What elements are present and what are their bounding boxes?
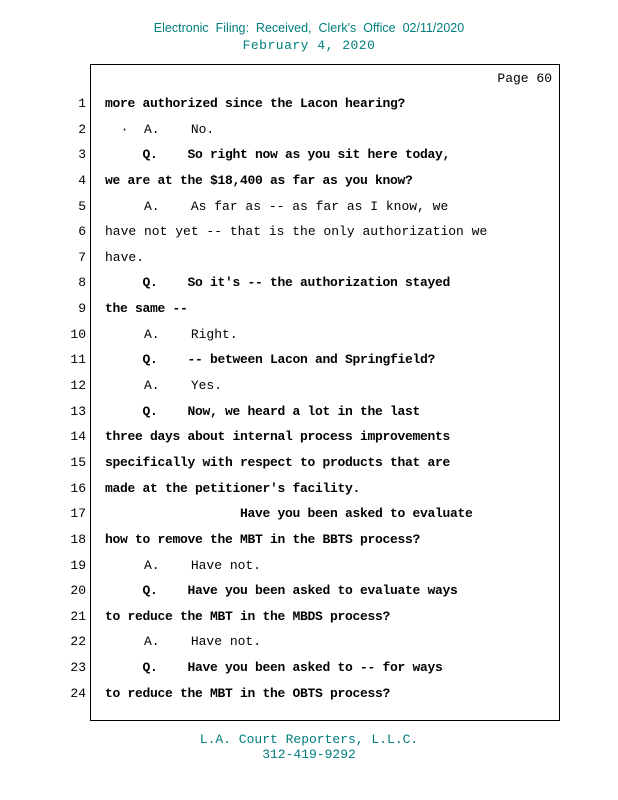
line-text: Q. Now, we heard a lot in the last <box>105 403 421 419</box>
transcript-line: 7 have. <box>0 249 618 275</box>
transcript-line: 15 specifically with respect to products … <box>0 454 618 480</box>
line-text: A. As far as -- as far as I know, we <box>105 198 449 214</box>
line-number: 24 <box>70 685 86 701</box>
line-text: A. Right. <box>105 326 238 342</box>
line-text: have not yet -- that is the only authori… <box>105 224 488 240</box>
line-number: 16 <box>70 480 86 496</box>
line-text: three days about internal process improv… <box>105 429 451 445</box>
transcript-line: 6 have not yet -- that is the only author… <box>0 223 618 249</box>
line-number: 2 <box>78 121 86 137</box>
line-text: specifically with respect to products th… <box>105 454 451 470</box>
efiling-stamp: Electronic Filing: Received, Clerk's Off… <box>153 21 465 35</box>
transcript-line: 3 Q. So right now as you sit here today, <box>0 146 618 172</box>
transcript-line: 12 A. Yes. <box>0 377 618 403</box>
line-number: 5 <box>78 198 86 214</box>
line-text: Q. So it's -- the authorization stayed <box>105 275 451 291</box>
transcript-line: 21 to reduce the MBT in the MBDS process? <box>0 608 618 634</box>
line-number: 6 <box>78 224 86 240</box>
line-text: A. Yes. <box>105 378 223 394</box>
line-text: A. Have not. <box>105 634 262 650</box>
transcript-line: 22 A. Have not. <box>0 633 618 659</box>
page-number-label: Page 60 <box>497 71 552 86</box>
transcript-line: 4 we are at the $18,400 as far as you kno… <box>0 172 618 198</box>
transcript-line: 1 more authorized since the Lacon hearing… <box>0 95 618 121</box>
line-number: 4 <box>78 172 86 188</box>
transcript-line: 17 Have you been asked to evaluate <box>0 505 618 531</box>
line-number: 17 <box>70 506 86 522</box>
transcript-line: 5 A. As far as -- as far as I know, we <box>0 198 618 224</box>
line-text: Have you been asked to evaluate <box>105 506 473 522</box>
transcript-border-box <box>90 64 560 721</box>
line-text: how to remove the MBT in the BBTS proces… <box>105 531 421 547</box>
transcript-line: 20 Q. Have you been asked to evaluate wa… <box>0 582 618 608</box>
transcript-line: 14 three days about internal process impr… <box>0 428 618 454</box>
line-number: 14 <box>70 429 86 445</box>
transcript-line: 13 Q. Now, we heard a lot in the last <box>0 403 618 429</box>
transcript-line: 23 Q. Have you been asked to -- for ways <box>0 659 618 685</box>
line-number: 22 <box>70 634 86 650</box>
transcript-line: 19 A. Have not. <box>0 557 618 583</box>
line-text: we are at the $18,400 as far as you know… <box>105 172 413 188</box>
line-text: Q. Have you been asked to -- for ways <box>105 660 443 676</box>
line-number: 12 <box>70 378 86 394</box>
line-number: 13 <box>70 403 86 419</box>
line-number: 1 <box>78 96 86 111</box>
transcript-line: 2 · A. No. <box>0 121 618 147</box>
line-text: Q. -- between Lacon and Springfield? <box>105 352 436 368</box>
line-number: 18 <box>70 531 86 547</box>
transcript-line: 8 Q. So it's -- the authorization stayed <box>0 274 618 300</box>
line-text: to reduce the MBT in the OBTS process? <box>105 685 391 701</box>
hearing-date: February 4, 2020 <box>242 38 376 53</box>
line-text: the same -- <box>105 301 188 317</box>
line-number: 7 <box>78 249 86 265</box>
line-number: 8 <box>78 275 86 291</box>
line-number: 20 <box>70 583 86 599</box>
line-text: made at the petitioner's facility. <box>105 480 361 496</box>
line-number: 19 <box>70 557 86 573</box>
line-text: more authorized since the Lacon hearing? <box>105 96 406 111</box>
line-number: 11 <box>70 352 86 368</box>
transcript-line: 24 to reduce the MBT in the OBTS process? <box>0 685 618 711</box>
line-number: 9 <box>78 301 86 317</box>
transcript-line: 9 the same -- <box>0 300 618 326</box>
line-text: to reduce the MBT in the MBDS process? <box>105 608 391 624</box>
court-reporter-name: L.A. Court Reporters, L.L.C. <box>199 732 419 747</box>
line-text: have. <box>105 249 145 265</box>
transcript-line: 16 made at the petitioner's facility. <box>0 480 618 506</box>
court-reporter-phone: 312-419-9292 <box>262 747 356 762</box>
transcript-line: 11 Q. -- between Lacon and Springfield? <box>0 351 618 377</box>
transcript-lines: 1 more authorized since the Lacon hearing… <box>0 95 618 710</box>
line-number: 23 <box>70 660 86 676</box>
line-number: 3 <box>78 147 86 163</box>
line-text: A. Have not. <box>105 557 262 573</box>
line-number: 10 <box>70 326 86 342</box>
line-text: Q. Have you been asked to evaluate ways <box>105 583 458 599</box>
line-number: 21 <box>70 608 86 624</box>
line-text: · A. No. <box>105 121 215 137</box>
transcript-line: 18 how to remove the MBT in the BBTS proc… <box>0 531 618 557</box>
transcript-line: 10 A. Right. <box>0 326 618 352</box>
line-text: Q. So right now as you sit here today, <box>105 147 451 163</box>
line-number: 15 <box>70 454 86 470</box>
